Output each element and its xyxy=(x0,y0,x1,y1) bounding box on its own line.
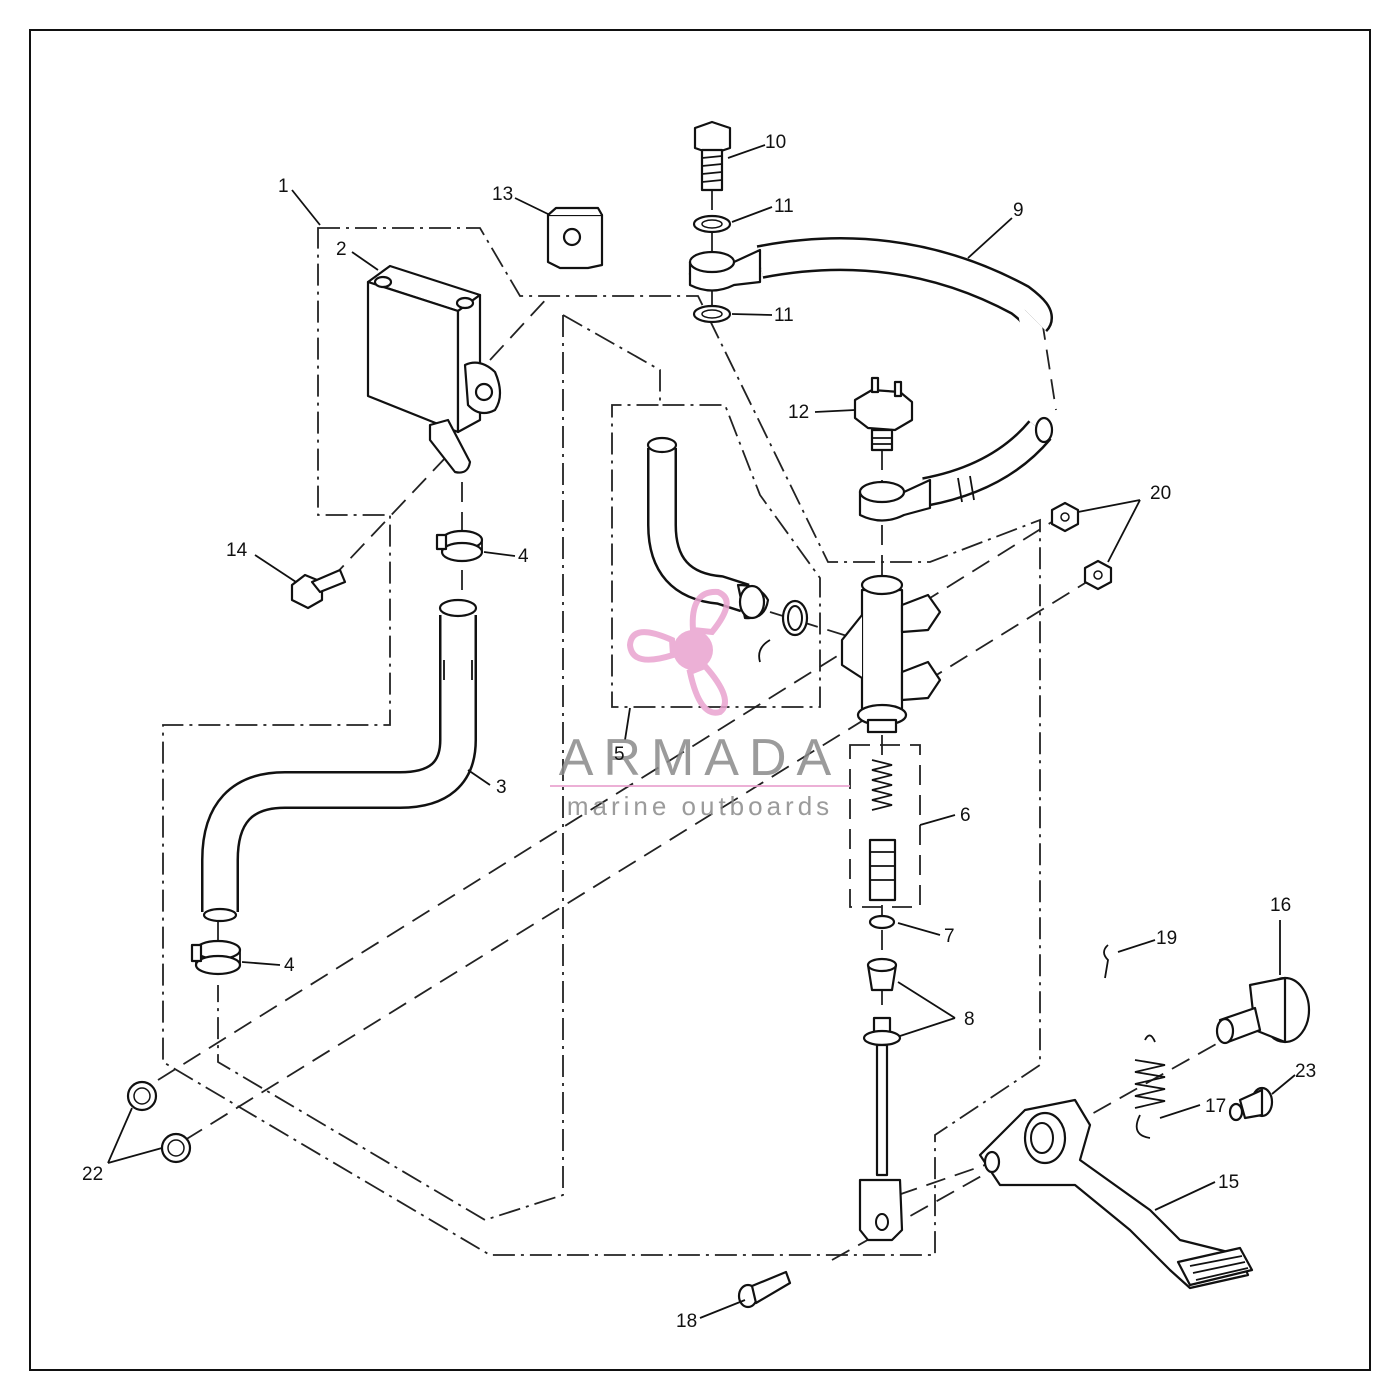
pivot-shaft xyxy=(1215,976,1311,1045)
washer-22-upper xyxy=(126,1080,158,1112)
o-ring xyxy=(868,914,896,930)
washer-lower xyxy=(692,304,732,324)
callout-11-upper: 11 xyxy=(774,196,794,217)
reservoir-tank xyxy=(366,264,502,474)
piston-kit xyxy=(868,759,897,902)
elbow-hose-assembly xyxy=(646,436,809,663)
callout-20: 20 xyxy=(1150,483,1171,504)
callout-1: 1 xyxy=(278,176,289,197)
master-cylinder-body xyxy=(840,574,942,734)
callout-18: 18 xyxy=(676,1311,697,1332)
push-rod-nut xyxy=(862,1016,902,1047)
push-rod xyxy=(858,1043,904,1242)
washer-22-lower xyxy=(160,1132,192,1164)
callout-13: 13 xyxy=(492,184,513,205)
callout-23: 23 xyxy=(1295,1061,1316,1082)
cotter-pin xyxy=(1103,944,1109,979)
callout-4-upper: 4 xyxy=(518,546,529,567)
callout-11-lower: 11 xyxy=(774,305,794,326)
washer-upper xyxy=(692,214,732,234)
dust-boot xyxy=(866,957,898,992)
callout-6: 6 xyxy=(960,805,971,826)
callout-22: 22 xyxy=(82,1164,103,1185)
union-bolt xyxy=(693,120,732,192)
callout-10: 10 xyxy=(765,132,786,153)
nut-lower xyxy=(1083,559,1113,591)
assembly-boundaries xyxy=(157,190,1251,1261)
hose-clamp-upper xyxy=(435,529,484,563)
callout-16: 16 xyxy=(1270,895,1291,916)
callout-2: 2 xyxy=(336,239,347,260)
callout-12: 12 xyxy=(788,402,809,423)
bolt-part-23 xyxy=(1228,1086,1274,1122)
propeller-logo xyxy=(626,588,730,716)
callout-5: 5 xyxy=(614,744,625,765)
nut-upper xyxy=(1050,501,1080,533)
callout-leaders xyxy=(107,144,1296,1319)
callout-7: 7 xyxy=(944,926,955,947)
hose-clamp-lower xyxy=(190,939,242,976)
callout-3: 3 xyxy=(496,777,507,798)
mounting-bracket xyxy=(546,206,604,270)
watermark-brand: ARMADA xyxy=(559,729,841,787)
callout-15: 15 xyxy=(1218,1172,1239,1193)
callout-labels: 1 2 3 4 4 5 6 7 8 9 10 11 11 12 13 14 15… xyxy=(82,132,1316,1332)
return-spring xyxy=(1134,1034,1166,1139)
callout-14: 14 xyxy=(226,540,248,561)
brake-hose xyxy=(688,237,1054,522)
brake-pedal xyxy=(978,1098,1254,1290)
callout-4-lower: 4 xyxy=(284,955,295,976)
callout-19: 19 xyxy=(1156,928,1177,949)
callout-8: 8 xyxy=(964,1009,975,1030)
armada-watermark: ARMADA marine outboards xyxy=(550,588,850,821)
callout-17: 17 xyxy=(1205,1096,1226,1117)
bolt-part-14 xyxy=(290,568,347,610)
diagram-frame xyxy=(29,29,1371,1371)
callout-9: 9 xyxy=(1013,200,1024,221)
reservoir-hose xyxy=(201,598,478,923)
clevis-pin xyxy=(737,1270,792,1309)
watermark-tagline: marine outboards xyxy=(567,791,833,821)
brake-light-switch xyxy=(853,376,914,452)
